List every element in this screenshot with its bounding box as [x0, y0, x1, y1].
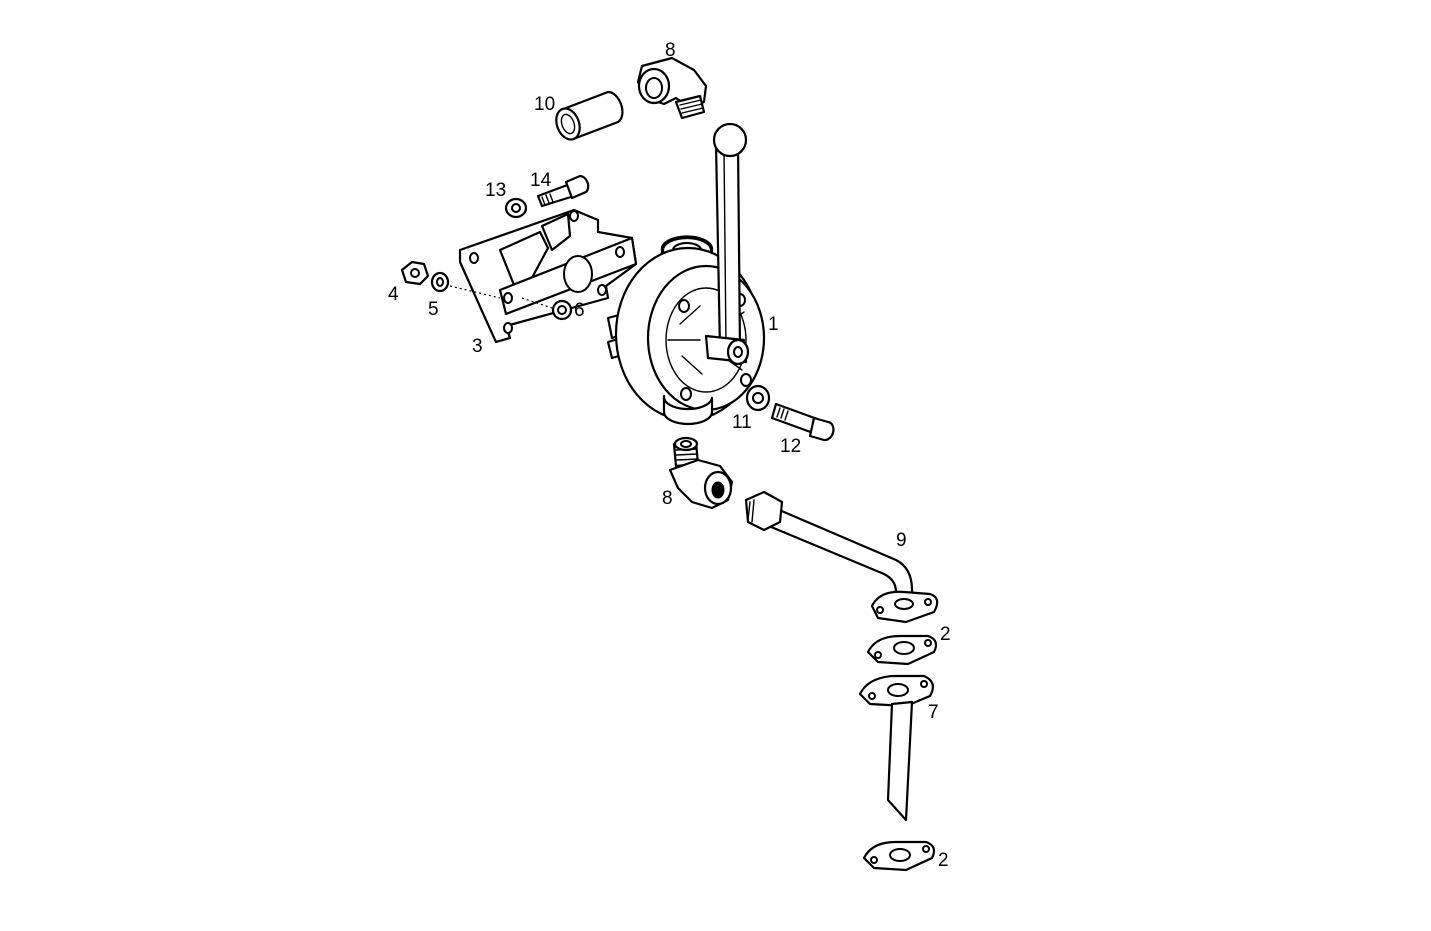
part-3-mounting-bracket [458, 208, 638, 344]
callout-9: 9 [896, 530, 907, 551]
callout-6: 6 [574, 300, 585, 321]
part-9-pipe [744, 490, 939, 624]
callout-2-lower: 2 [938, 850, 949, 871]
part-14-bolt [536, 174, 590, 208]
callout-8-bottom: 8 [662, 488, 673, 509]
callout-13: 13 [485, 180, 506, 201]
callout-4: 4 [388, 284, 399, 305]
part-13-washer [504, 197, 528, 219]
part-8-elbow-fitting-bottom [668, 436, 734, 510]
callout-1: 1 [768, 314, 779, 335]
callout-10: 10 [534, 94, 555, 115]
callout-7: 7 [928, 702, 939, 723]
part-1-hand-pump [606, 122, 766, 426]
callout-12: 12 [780, 436, 801, 457]
assembly-line-bolt [449, 285, 501, 299]
assembly-line-washer [521, 297, 553, 309]
callout-8-top: 8 [665, 40, 676, 61]
part-10-sleeve [555, 90, 624, 141]
part-11-washer [745, 384, 771, 412]
part-8-elbow-fitting-top [636, 56, 708, 120]
callout-5: 5 [428, 299, 439, 320]
part-7-strainer-pipe [858, 674, 935, 822]
callout-2-upper: 2 [940, 624, 951, 645]
callout-3: 3 [472, 336, 483, 357]
part-4-nut [400, 260, 430, 286]
callout-14: 14 [530, 170, 552, 191]
part-6-washer [551, 299, 573, 321]
part-12-bolt [770, 402, 835, 442]
part-2-gasket-upper [866, 634, 938, 666]
part-2-gasket-lower [862, 840, 936, 872]
part-5-washer [430, 271, 450, 293]
callout-11: 11 [732, 412, 752, 433]
